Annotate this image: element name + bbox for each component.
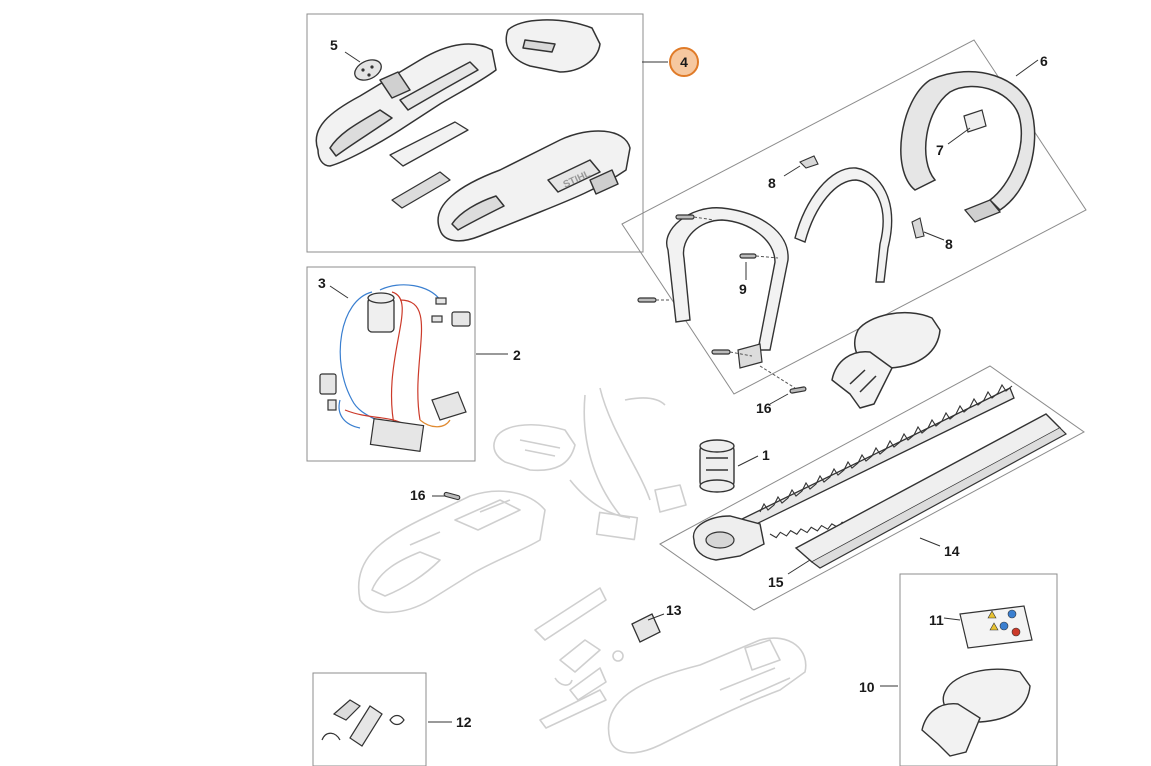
part-seal (354, 59, 382, 81)
group-box-handle (621, 39, 1087, 395)
part-motor (699, 439, 735, 493)
part-handle-cover (831, 311, 941, 409)
callout-14[interactable]: 14 (944, 543, 960, 559)
callout-12[interactable]: 12 (456, 714, 472, 730)
group-box-housing: STIHL (306, 13, 644, 253)
callout-7[interactable]: 7 (936, 142, 944, 158)
callout-9[interactable]: 9 (739, 281, 747, 297)
group-box-blade (659, 365, 1085, 611)
callout-3[interactable]: 3 (318, 275, 326, 291)
callout-8-lower[interactable]: 8 (945, 236, 953, 252)
group-box-wiring (306, 266, 476, 462)
callout-13[interactable]: 13 (666, 602, 682, 618)
callout-4[interactable]: 4 (680, 54, 688, 70)
callout-6[interactable]: 6 (1040, 53, 1048, 69)
callout-1[interactable]: 1 (762, 447, 770, 463)
leader-lines (329, 51, 1039, 723)
callout-11[interactable]: 11 (929, 612, 944, 628)
callout-8-upper[interactable]: 8 (768, 175, 776, 191)
callout-4-badge[interactable]: 4 (669, 47, 699, 77)
callout-5[interactable]: 5 (330, 37, 338, 53)
part-switch (631, 613, 661, 643)
group-box-lever (312, 672, 427, 766)
callout-2[interactable]: 2 (513, 347, 521, 363)
callout-16-lower[interactable]: 16 (410, 487, 426, 503)
callout-10[interactable]: 10 (859, 679, 875, 695)
ghost-assembly (357, 387, 807, 754)
callouts: 5 4 6 7 8 8 9 3 2 16 1 16 14 15 13 11 10… (318, 37, 1048, 730)
group-box-cover (899, 573, 1058, 766)
callout-16-upper[interactable]: 16 (756, 400, 772, 416)
callout-15[interactable]: 15 (768, 574, 784, 590)
